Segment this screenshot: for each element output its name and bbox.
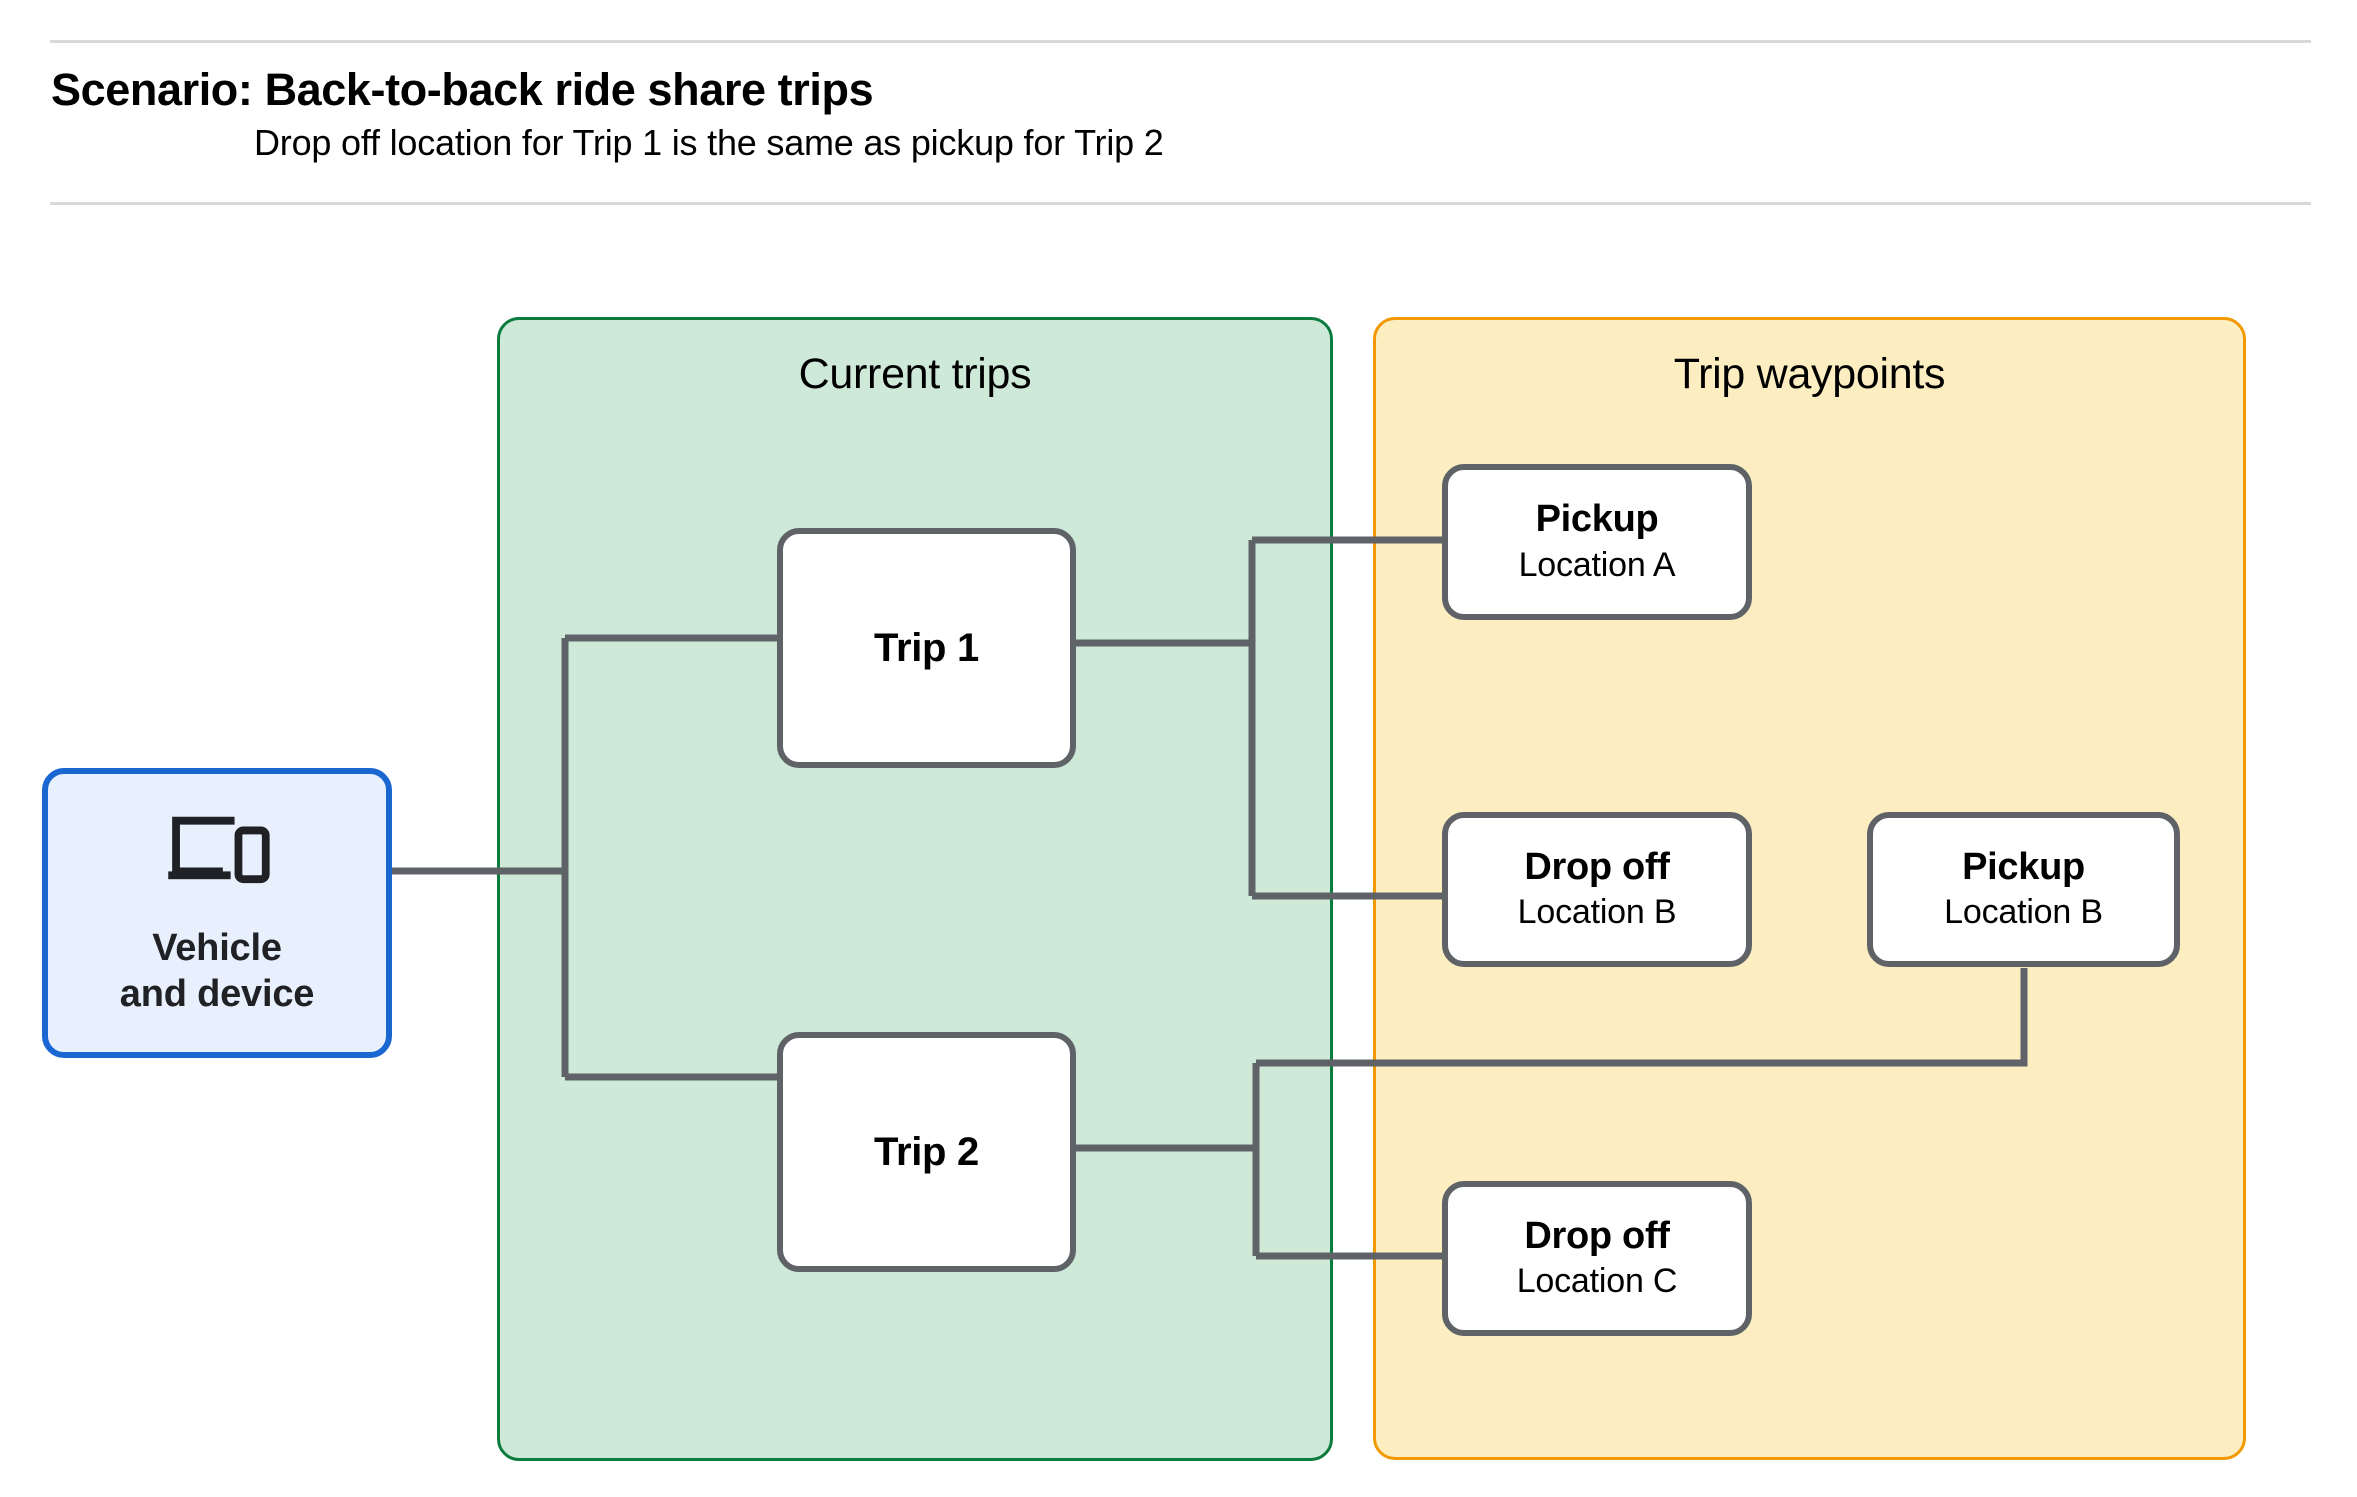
waypoint-location: Location A [1518, 545, 1676, 584]
header-divider-bottom [50, 202, 2311, 205]
node-vehicle-label: Vehicle and device [119, 925, 315, 1018]
waypoint-location: Location C [1516, 1262, 1678, 1301]
waypoint-type: Drop off [1524, 845, 1670, 888]
waypoint-type: Pickup [1535, 498, 1659, 541]
page-title: Scenario: Back-to-back ride share trips [51, 64, 874, 115]
node-waypoint-pickup-location-a[interactable]: Pickup Location A [1442, 464, 1752, 620]
group-trip-waypoints-title: Trip waypoints [1673, 350, 1946, 398]
node-waypoint-dropoff-location-c[interactable]: Drop off Location C [1442, 1181, 1752, 1336]
page-subtitle: Drop off location for Trip 1 is the same… [254, 122, 1164, 163]
waypoint-location: Location B [1944, 893, 2103, 932]
node-vehicle-label-line2: and device [119, 973, 315, 1015]
node-waypoint-pickup-location-b[interactable]: Pickup Location B [1867, 812, 2180, 967]
waypoint-type: Pickup [1962, 845, 2085, 888]
devices-icon [168, 816, 270, 883]
node-trip-1-label: Trip 1 [874, 625, 979, 670]
group-current-trips-title: Current trips [798, 350, 1032, 398]
node-waypoint-dropoff-location-b[interactable]: Drop off Location B [1442, 812, 1752, 967]
node-vehicle-label-line1: Vehicle [152, 926, 282, 969]
waypoint-location: Location B [1517, 893, 1677, 932]
node-trip-2-label: Trip 2 [874, 1129, 979, 1174]
waypoint-type: Drop off [1524, 1214, 1670, 1257]
node-trip-2[interactable]: Trip 2 [777, 1032, 1076, 1272]
header-divider-top [50, 40, 2311, 43]
node-trip-1[interactable]: Trip 1 [777, 528, 1076, 768]
node-vehicle-and-device[interactable]: Vehicle and device [42, 768, 392, 1058]
group-current-trips: Current trips [497, 317, 1333, 1461]
